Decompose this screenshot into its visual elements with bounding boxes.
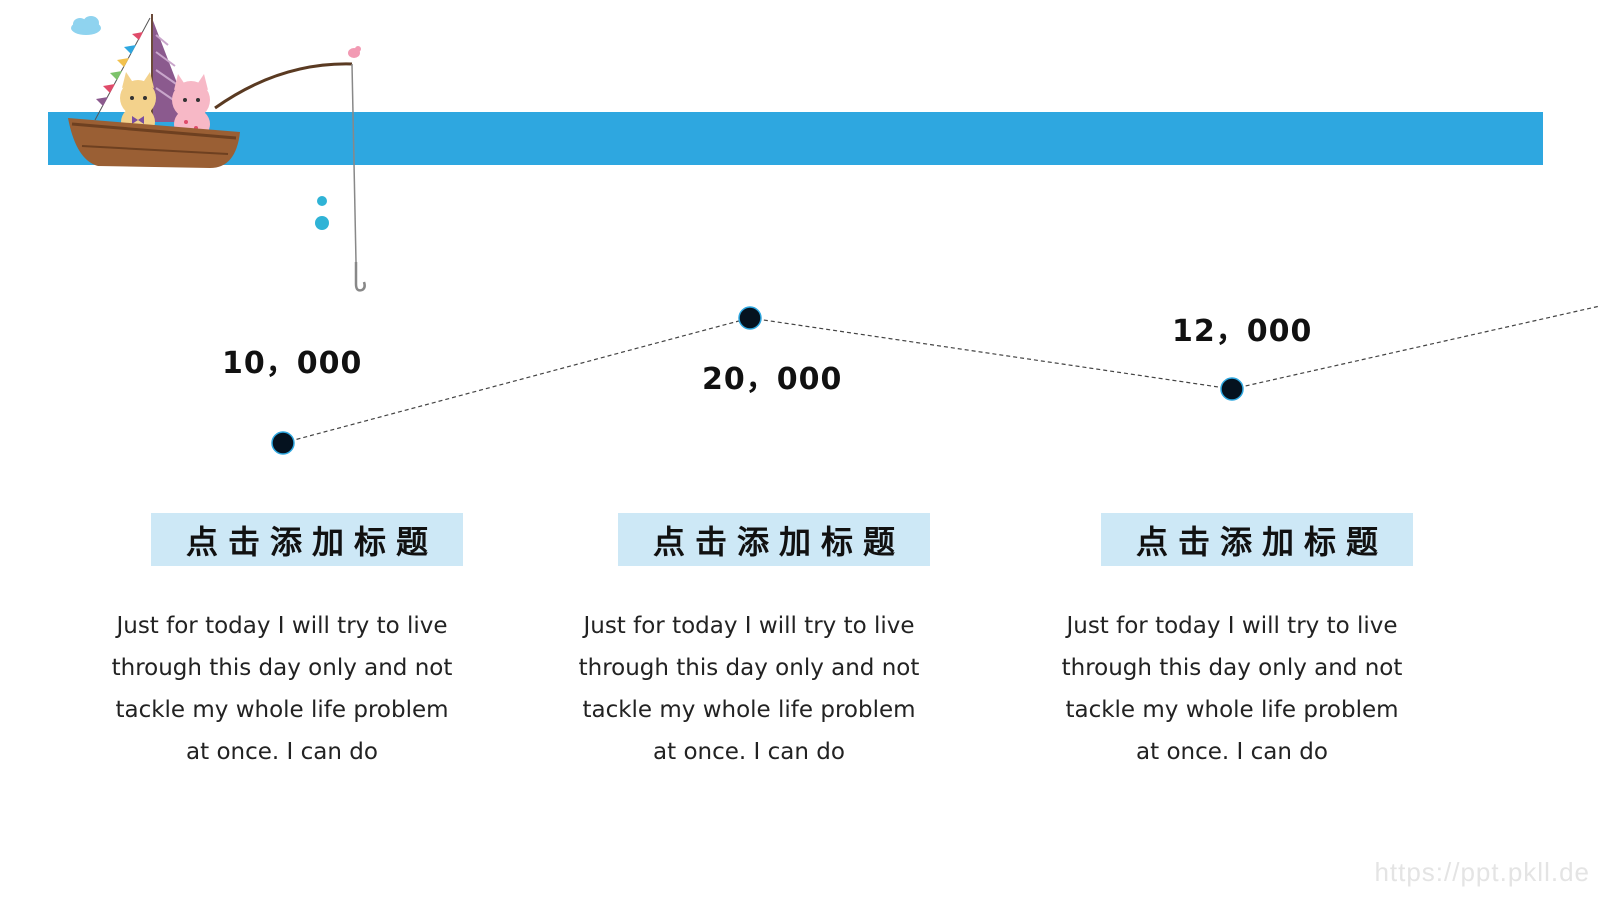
watermark-url: https://ppt.pkll.de — [1374, 857, 1590, 887]
body-line: at once. I can do — [1136, 739, 1328, 765]
body-line: through this day only and not — [1061, 655, 1403, 681]
section-title: 点击添加标题 — [652, 522, 905, 561]
body-line: Just for today I will try to live — [116, 613, 448, 639]
body-line: through this day only and not — [111, 655, 453, 681]
body-line: at once. I can do — [653, 739, 845, 765]
section-title-box[interactable]: 点击添加标题 — [151, 513, 463, 566]
cloud-icon — [71, 16, 101, 35]
data-point-dot — [271, 431, 295, 455]
data-point-dot — [738, 306, 762, 330]
trend-segment — [749, 317, 1233, 390]
data-point-dot — [1220, 377, 1244, 401]
header-band — [48, 112, 1543, 165]
pennant-flags-icon — [94, 17, 151, 121]
section-title: 点击添加标题 — [1135, 522, 1388, 561]
body-line: through this day only and not — [578, 655, 920, 681]
bubble-icon — [315, 216, 329, 230]
section-title-box[interactable]: 点击添加标题 — [1101, 513, 1413, 566]
boat-icon — [68, 118, 240, 168]
trend-segment — [282, 317, 751, 444]
section-body: Just for today I will try to live throug… — [569, 605, 929, 773]
body-line: at once. I can do — [186, 739, 378, 765]
fishing-rod-icon — [214, 46, 366, 292]
body-line: tackle my whole life problem — [1065, 697, 1399, 723]
section-body: Just for today I will try to live throug… — [102, 605, 462, 773]
value-label: 12，000 — [1172, 314, 1313, 349]
value-label: 10，000 — [222, 346, 363, 381]
body-line: tackle my whole life problem — [582, 697, 916, 723]
body-line: Just for today I will try to live — [1066, 613, 1398, 639]
section-body: Just for today I will try to live throug… — [1052, 605, 1412, 773]
section-title: 点击添加标题 — [185, 522, 438, 561]
value-label: 20，000 — [702, 362, 843, 397]
fishing-boat-illustration — [68, 14, 366, 292]
body-line: tackle my whole life problem — [115, 697, 449, 723]
bubble-icon — [317, 196, 327, 206]
section-title-box[interactable]: 点击添加标题 — [618, 513, 930, 566]
body-line: Just for today I will try to live — [583, 613, 915, 639]
